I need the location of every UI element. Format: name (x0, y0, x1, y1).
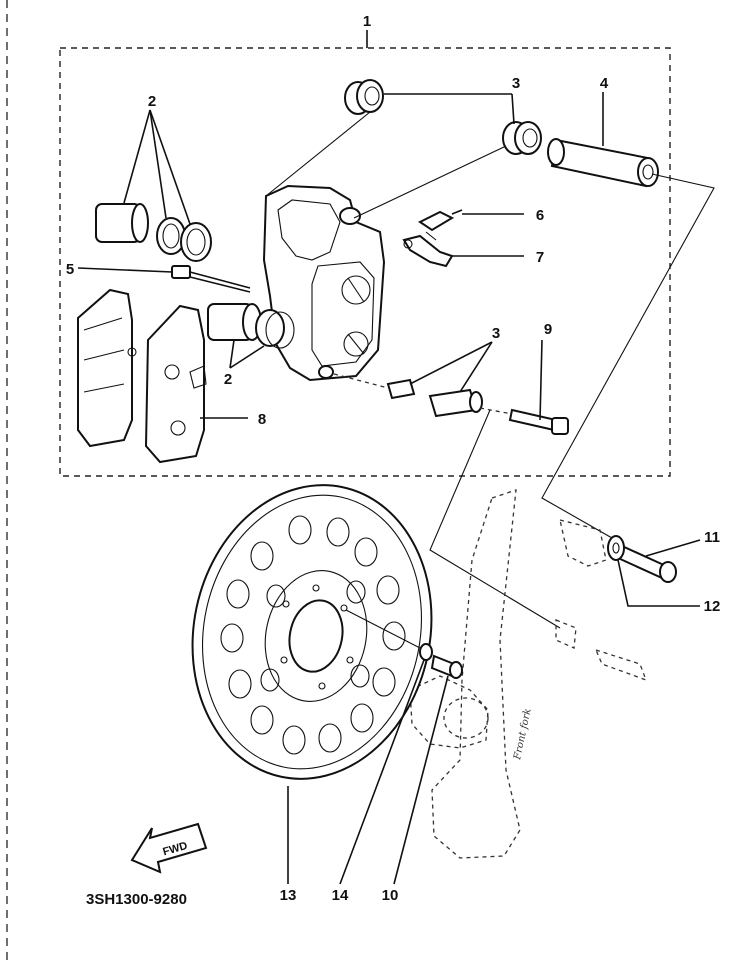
fork-handwritten-note: Front fork (512, 708, 534, 762)
mount-bolt-11 (616, 544, 677, 583)
leader-5 (77, 267, 173, 273)
boot-upper-right (502, 121, 542, 155)
brake-disc (191, 484, 433, 780)
diagram-reference-code: 3SH1300-9280 (86, 891, 187, 908)
assembly-line-3a-1 (265, 111, 371, 197)
callout-4: 4 (600, 75, 609, 92)
leader-9 (539, 339, 543, 421)
sleeve (547, 138, 659, 188)
callout-10: 10 (382, 887, 399, 904)
leader-12 (617, 559, 700, 607)
callout-3-lower: 3 (492, 325, 500, 342)
assembly-dashed-9 (479, 407, 513, 415)
callout-14: 14 (332, 887, 349, 904)
callout-12: 12 (704, 598, 721, 615)
callout-6: 6 (536, 207, 544, 224)
callout-7: 7 (536, 249, 544, 266)
piston-set-lower (207, 303, 295, 349)
boot-lower (386, 378, 483, 418)
piston-set-upper (95, 203, 212, 262)
washer-14 (419, 643, 433, 661)
assembly-line-4 (541, 173, 715, 539)
leader-3b-2 (459, 341, 493, 393)
callout-11: 11 (704, 529, 720, 546)
brake-pad-inner (144, 304, 207, 464)
forward-arrow: FWD (130, 822, 208, 874)
assembly-line-disc-bolt (345, 609, 421, 649)
caliper-assembly-frame (59, 47, 671, 477)
callout-2-upper: 2 (148, 93, 156, 110)
leader-2a-3 (149, 109, 191, 225)
callout-13: 13 (280, 887, 297, 904)
pad-pin-bolt (171, 265, 251, 293)
callout-9: 9 (544, 321, 552, 338)
leader-10 (393, 675, 449, 885)
bleed-screw (418, 209, 463, 241)
caliper-body (262, 184, 386, 382)
leader-3b-1 (409, 341, 493, 385)
bleed-cap (402, 234, 454, 268)
callout-1: 1 (363, 13, 371, 30)
front-fork-outline (409, 489, 648, 859)
leader-2a-2 (149, 109, 167, 219)
boot-upper-left (344, 79, 384, 115)
leader-14 (339, 659, 425, 885)
callout-3-upper: 3 (512, 75, 520, 92)
callout-5: 5 (66, 261, 74, 278)
leader-2b-2 (229, 345, 265, 369)
leader-3a-2 (511, 93, 515, 125)
assembly-line-disc (429, 409, 561, 629)
callout-8: 8 (258, 411, 266, 428)
caliper-bolt-9 (508, 408, 569, 435)
brake-pad-outer (77, 288, 137, 448)
assembly-dashed-3b (333, 373, 389, 389)
leader-2a-1 (123, 109, 151, 204)
disc-bolt-10 (430, 654, 463, 679)
assembly-line-3a-2 (353, 145, 507, 219)
leader-2b-1 (229, 339, 235, 369)
leader-11 (645, 539, 701, 557)
washer-12 (607, 535, 625, 561)
callout-2-lower: 2 (224, 371, 232, 388)
